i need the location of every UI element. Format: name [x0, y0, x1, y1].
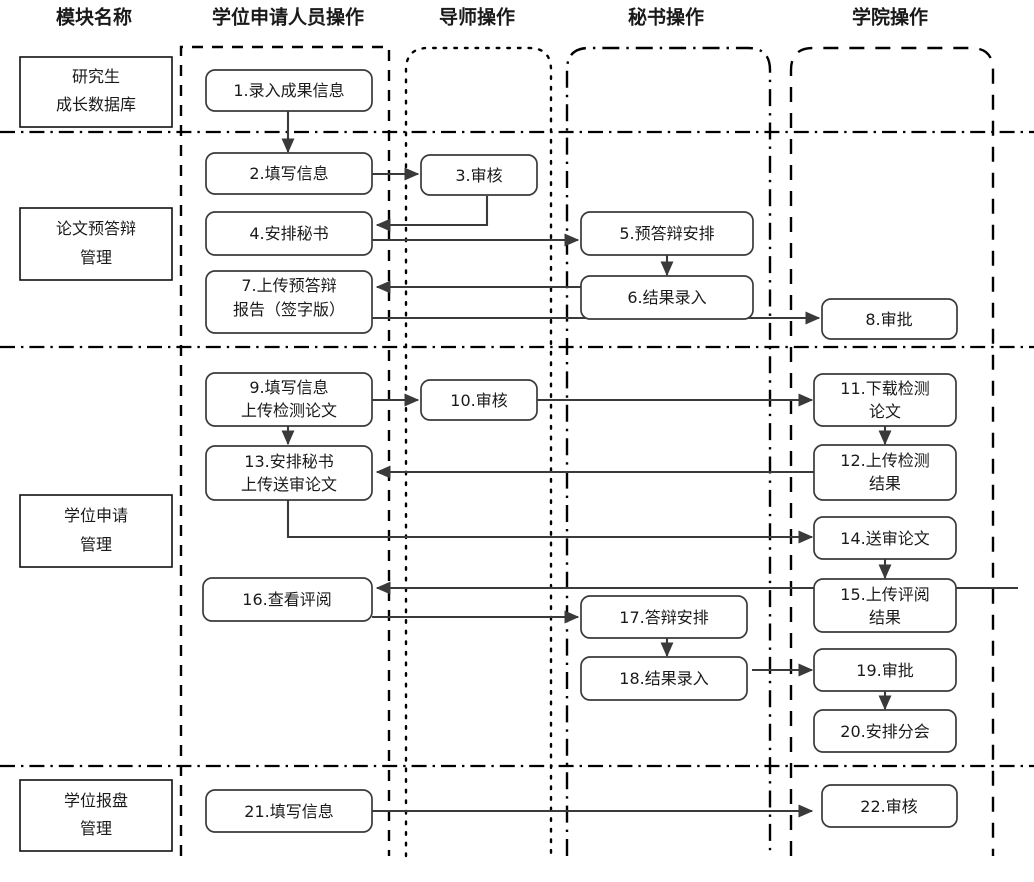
- node-8-line-1: 8.审批: [865, 310, 912, 329]
- node-7[interactable]: 7.上传预答辩 报告（签字版）: [205, 270, 373, 334]
- node-19[interactable]: 19.审批: [813, 648, 957, 692]
- module-label-1-line-2: 成长数据库: [56, 95, 136, 114]
- node-13-line-2: 上传送审论文: [241, 475, 337, 494]
- node-2[interactable]: 2.填写信息: [205, 152, 373, 195]
- edge-13-14: [286, 500, 814, 544]
- node-15-line-1: 15.上传评阅: [840, 585, 929, 604]
- node-14[interactable]: 14.送审论文: [813, 516, 957, 560]
- node-22[interactable]: 22.审核: [821, 784, 958, 828]
- node-12-line-1: 12.上传检测: [840, 451, 929, 470]
- module-label-2-line-2: 管理: [80, 248, 112, 267]
- node-15[interactable]: 15.上传评阅 结果: [813, 578, 957, 633]
- lane-outline-college: [789, 46, 995, 856]
- node-7-line-1: 7.上传预答辩: [241, 276, 336, 295]
- node-8[interactable]: 8.审批: [821, 298, 958, 340]
- node-21[interactable]: 21.填写信息: [205, 789, 373, 833]
- node-9-line-2: 上传检测论文: [241, 401, 337, 420]
- lane-outline-secretary: [565, 46, 772, 856]
- node-13-line-1: 13.安排秘书: [244, 452, 333, 471]
- node-1[interactable]: 1.录入成果信息: [205, 69, 373, 112]
- module-label-4: 学位报盘 管理: [19, 779, 173, 852]
- column-header-secretary: 秘书操作: [628, 6, 704, 29]
- node-4-line-1: 4.安排秘书: [249, 224, 328, 243]
- module-label-1-line-1: 研究生: [72, 67, 120, 86]
- node-17[interactable]: 17.答辩安排: [580, 595, 748, 639]
- node-13[interactable]: 13.安排秘书 上传送审论文: [205, 445, 373, 501]
- node-17-line-1: 17.答辩安排: [619, 608, 708, 627]
- node-9[interactable]: 9.填写信息 上传检测论文: [205, 372, 373, 427]
- node-18-line-1: 18.结果录入: [619, 669, 708, 688]
- node-7-line-2: 报告（签字版）: [233, 300, 345, 319]
- node-10[interactable]: 10.审核: [420, 379, 538, 421]
- column-header-college: 学院操作: [852, 6, 928, 29]
- column-header-module: 模块名称: [56, 6, 132, 29]
- node-5-line-1: 5.预答辩安排: [619, 224, 714, 243]
- node-14-line-1: 14.送审论文: [840, 529, 929, 548]
- node-20-line-1: 20.安排分会: [840, 722, 929, 741]
- node-11[interactable]: 11.下载检测 论文: [813, 373, 957, 427]
- node-22-line-1: 22.审核: [860, 797, 917, 816]
- node-18[interactable]: 18.结果录入: [580, 656, 748, 701]
- module-label-1: 研究生 成长数据库: [19, 56, 173, 128]
- node-9-line-1: 9.填写信息: [249, 378, 328, 397]
- node-20[interactable]: 20.安排分会: [813, 709, 957, 753]
- node-4[interactable]: 4.安排秘书: [205, 211, 373, 256]
- node-6[interactable]: 6.结果录入: [580, 275, 754, 320]
- node-16-line-1: 16.查看评阅: [242, 590, 331, 609]
- module-label-4-line-1: 学位报盘: [64, 791, 128, 810]
- node-10-line-1: 10.审核: [450, 391, 507, 410]
- node-6-line-1: 6.结果录入: [627, 288, 706, 307]
- node-5[interactable]: 5.预答辩安排: [580, 211, 754, 256]
- module-label-3-line-2: 管理: [80, 535, 112, 554]
- edge-3-4: [375, 196, 489, 232]
- module-label-3: 学位申请 管理: [19, 494, 173, 568]
- module-label-3-line-1: 学位申请: [64, 506, 128, 525]
- node-12-line-2: 结果: [869, 474, 901, 493]
- lane-outline-applicant: [179, 45, 391, 856]
- node-3-line-1: 3.审核: [455, 166, 502, 185]
- column-header-applicant: 学位申请人员操作: [212, 6, 364, 29]
- node-19-line-1: 19.审批: [856, 661, 913, 680]
- node-16[interactable]: 16.查看评阅: [202, 577, 373, 622]
- node-11-line-1: 11.下载检测: [840, 379, 929, 398]
- module-label-2-line-1: 论文预答辩: [56, 219, 136, 238]
- node-2-line-1: 2.填写信息: [249, 164, 328, 183]
- node-3[interactable]: 3.审核: [420, 154, 538, 196]
- node-12[interactable]: 12.上传检测 结果: [813, 444, 957, 501]
- column-header-advisor: 导师操作: [439, 6, 515, 29]
- node-15-line-2: 结果: [869, 608, 901, 627]
- node-11-line-2: 论文: [869, 402, 901, 421]
- module-label-2: 论文预答辩 管理: [19, 207, 173, 281]
- node-21-line-1: 21.填写信息: [244, 802, 333, 821]
- node-1-line-1: 1.录入成果信息: [233, 81, 344, 100]
- lane-outline-advisor: [404, 46, 553, 858]
- module-label-4-line-2: 管理: [80, 819, 112, 838]
